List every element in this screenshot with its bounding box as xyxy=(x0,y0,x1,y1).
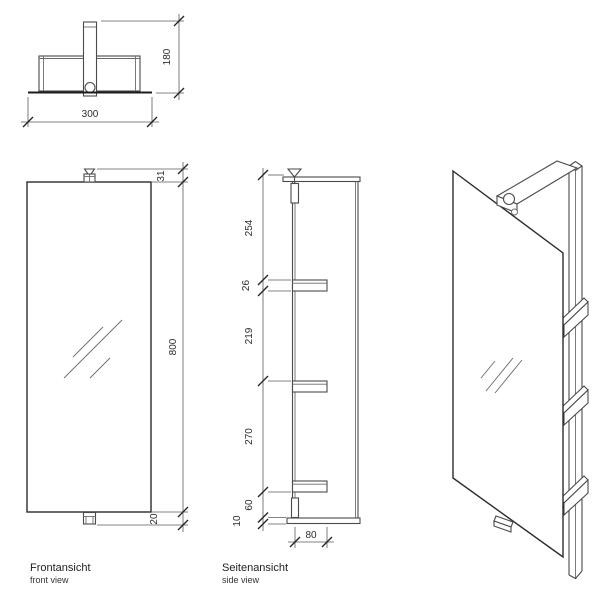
dim-label-10: 10 xyxy=(232,515,243,527)
side-hanger xyxy=(286,168,303,178)
perspective-view xyxy=(452,160,589,580)
front-dim-chain: 31 800 20 xyxy=(97,162,189,532)
front-view-mirror xyxy=(26,181,152,513)
dim-label-60-270: 270 xyxy=(244,428,255,445)
front-view: 31 800 20 Frontansicht front view xyxy=(26,162,189,585)
dim-label-26: 26 xyxy=(241,280,252,292)
side-dim-depth: 80 xyxy=(288,527,334,548)
top-view-knob xyxy=(84,81,96,94)
dim-label-60: 60 xyxy=(244,499,255,511)
side-bottom-plate xyxy=(286,517,361,525)
front-bottom-bracket xyxy=(82,511,97,525)
front-view-subtitle: front view xyxy=(30,575,69,585)
dim-width-300: 300 xyxy=(21,97,159,128)
perspective-bottom-clip xyxy=(493,515,514,533)
dim-label-180: 180 xyxy=(162,48,173,65)
dim-label-31: 31 xyxy=(156,170,167,182)
side-view-subtitle: side view xyxy=(222,575,260,585)
dim-label-800: 800 xyxy=(168,338,179,355)
dim-label-300: 300 xyxy=(82,109,99,120)
side-top-bracket xyxy=(290,182,300,204)
top-view: 180 300 xyxy=(21,14,185,128)
perspective-shelves xyxy=(559,297,589,517)
side-top-bar xyxy=(282,176,361,183)
dim-label-80: 80 xyxy=(305,530,317,541)
dim-label-254: 254 xyxy=(244,219,255,236)
side-view-title: Seitenansicht xyxy=(222,562,288,574)
perspective-rail xyxy=(568,160,583,580)
front-top-bracket xyxy=(83,168,96,183)
dim-label-219: 219 xyxy=(244,327,255,344)
side-bottom-bracket xyxy=(290,497,300,519)
dim-depth-180: 180 xyxy=(101,14,185,100)
top-view-rail xyxy=(82,21,98,97)
mirror-hatch xyxy=(63,319,123,379)
side-shelves xyxy=(291,279,328,493)
side-view: 254 26 219 270 60 10 80 Seitenansicht si… xyxy=(222,168,361,585)
front-view-title: Frontansicht xyxy=(30,562,91,574)
dim-label-20: 20 xyxy=(149,513,160,525)
side-dim-chain: 254 26 219 270 60 10 xyxy=(232,168,291,531)
perspective-mirror-hatch xyxy=(480,357,523,394)
perspective-top-bar xyxy=(495,160,579,216)
perspective-knob xyxy=(502,192,516,206)
